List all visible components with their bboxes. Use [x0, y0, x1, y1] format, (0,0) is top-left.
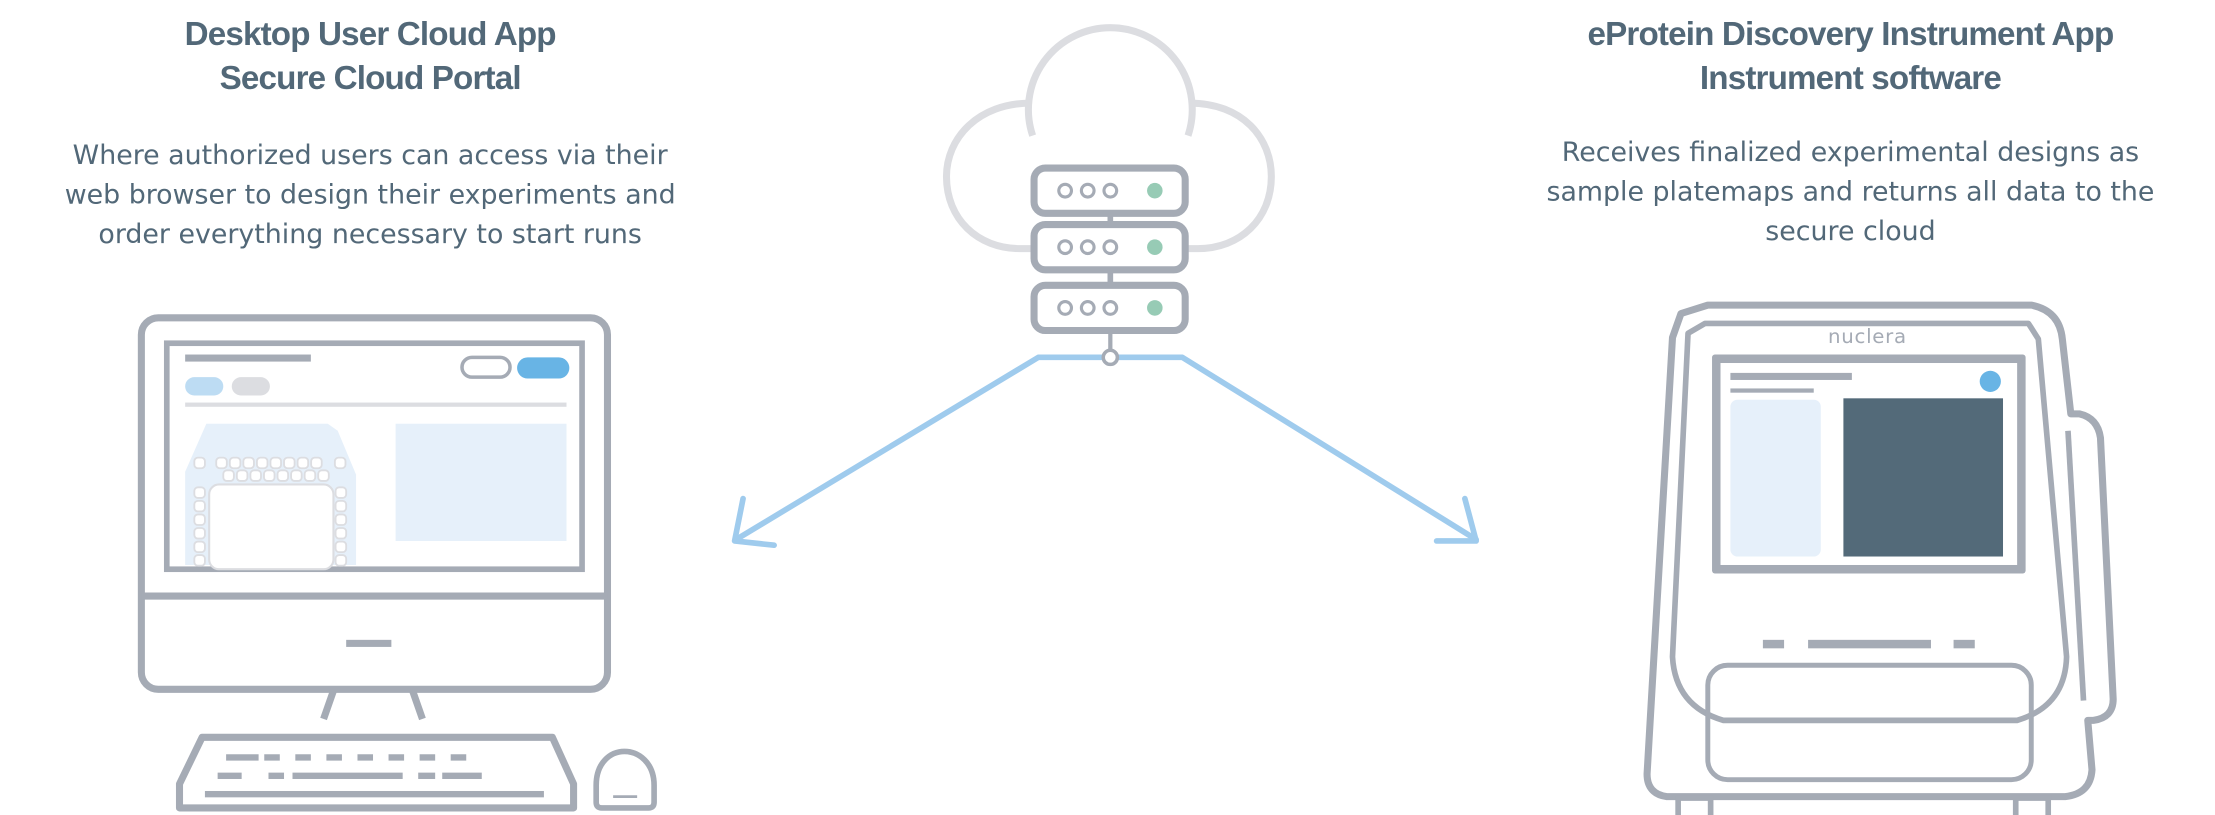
- server-port-icon: [1079, 239, 1096, 256]
- nuclera-logo: nuclera: [1828, 325, 1907, 348]
- left-heading: Desktop User Cloud App Secure Cloud Port…: [65, 16, 676, 250]
- keyboard-key: [326, 754, 342, 761]
- keyboard-key: [418, 772, 436, 779]
- keyboard-key: [388, 754, 405, 761]
- plate-well: [222, 469, 235, 482]
- plate-well: [249, 469, 262, 482]
- server-unit: [1030, 221, 1189, 274]
- arrowhead-left-icon: [731, 495, 777, 549]
- server-unit: [1030, 281, 1189, 335]
- keyboard-key: [292, 772, 403, 779]
- plate-well: [333, 456, 347, 470]
- right-description-line: Receives finalized experimental designs …: [1562, 137, 2139, 168]
- left-description-line: web browser to design their experiments …: [65, 179, 676, 210]
- keyboard-key: [450, 754, 467, 761]
- arrow-to-instrument: [1107, 354, 1479, 543]
- server-stack-icon: [1030, 164, 1189, 367]
- keyboard-key: [217, 772, 242, 779]
- server-port-icon: [1057, 182, 1074, 199]
- keyboard-key: [419, 754, 436, 761]
- server-port-icon: [1057, 300, 1074, 316]
- server-port-icon: [1102, 300, 1119, 316]
- arrow-to-desktop: [733, 354, 1114, 543]
- right-title: eProtein Discovery Instrument App: [1588, 16, 2114, 53]
- status-indicator-icon: [1979, 370, 2001, 392]
- server-status-led-icon: [1147, 239, 1163, 255]
- server-port-icon: [1102, 239, 1119, 256]
- left-subtitle: Secure Cloud Portal: [220, 60, 521, 97]
- plate-well: [334, 540, 348, 554]
- plate-well: [263, 469, 276, 482]
- connection-node-icon: [1101, 348, 1120, 367]
- left-description-line: Where authorized users can access via th…: [73, 140, 669, 171]
- keyboard-key: [295, 754, 311, 761]
- plate-well: [242, 456, 255, 470]
- plate-well: [334, 527, 348, 540]
- plate-well: [193, 527, 206, 540]
- plate-well: [193, 456, 206, 470]
- left-description-line: order everything necessary to start runs: [98, 219, 641, 250]
- drawer: [1705, 662, 2034, 783]
- plate-well: [269, 456, 282, 470]
- server-port-icon: [1079, 300, 1096, 316]
- arrowhead-right-icon: [1433, 495, 1479, 544]
- plate-well: [255, 456, 269, 470]
- keyboard-key: [204, 790, 544, 798]
- server-unit: [1030, 164, 1189, 217]
- server-port-icon: [1102, 182, 1119, 199]
- plate-well: [303, 469, 317, 482]
- plate-well: [193, 499, 206, 513]
- keyboard-key: [226, 754, 259, 761]
- server-status-led-icon: [1147, 182, 1163, 199]
- plate-well: [296, 456, 310, 470]
- plate-well: [317, 469, 330, 482]
- cloud-icon: [942, 24, 1275, 253]
- keyboard-key: [357, 754, 374, 761]
- plate-well: [283, 456, 296, 470]
- right-heading: eProtein Discovery Instrument App Instru…: [1546, 16, 2154, 247]
- keyboard-key: [268, 772, 285, 779]
- plate-well: [310, 456, 323, 470]
- keyboard-key: [442, 772, 482, 779]
- right-description-line: secure cloud: [1765, 216, 1935, 247]
- plate-well: [334, 513, 348, 526]
- server-port-icon: [1057, 239, 1074, 256]
- left-title: Desktop User Cloud App: [185, 16, 556, 53]
- plate-well: [334, 486, 348, 499]
- plate-well: [193, 540, 206, 554]
- desktop-computer-icon: [137, 314, 657, 812]
- plate-well: [215, 456, 228, 470]
- plate-well: [290, 469, 303, 482]
- protein-instrument-icon: nuclera: [1643, 301, 2117, 815]
- server-port-icon: [1079, 182, 1096, 199]
- plate-well: [334, 554, 348, 567]
- right-subtitle: Instrument software: [1700, 60, 2001, 97]
- plate-well: [235, 469, 249, 482]
- right-description-line: sample platemaps and returns all data to…: [1546, 177, 2154, 208]
- web-app-mockup: [185, 354, 570, 571]
- plate-well: [193, 554, 206, 567]
- plate-well: [193, 513, 206, 526]
- plate-well: [276, 469, 290, 482]
- server-status-led-icon: [1147, 300, 1163, 316]
- keyboard-key: [264, 754, 280, 761]
- data-flow-arrows: [731, 354, 1479, 549]
- plate-well: [193, 486, 206, 499]
- mouse-icon: [593, 748, 657, 811]
- plate-well: [334, 499, 348, 513]
- plate-well: [228, 456, 242, 470]
